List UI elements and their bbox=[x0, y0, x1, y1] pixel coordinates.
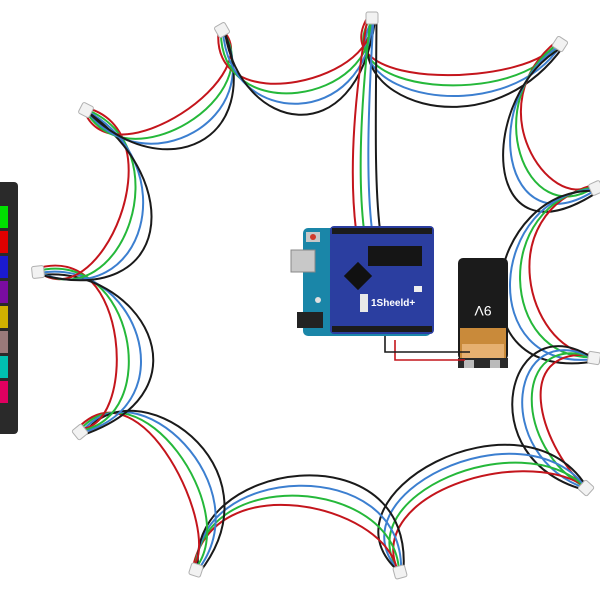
blue-wire bbox=[222, 18, 374, 105]
led-body bbox=[31, 265, 45, 279]
mount-hole bbox=[315, 297, 321, 303]
palette-swatches bbox=[0, 206, 8, 403]
reset-button bbox=[310, 234, 316, 240]
red-wire bbox=[360, 14, 558, 77]
black-wire bbox=[40, 112, 153, 282]
led bbox=[365, 11, 379, 25]
arduino-board: 1Sheeld+ bbox=[290, 226, 434, 336]
red-wire bbox=[76, 411, 201, 568]
usb-port bbox=[290, 249, 316, 273]
red-wire bbox=[539, 353, 592, 486]
shield-pcb bbox=[330, 226, 434, 334]
pin-header-block bbox=[368, 246, 422, 266]
battery-terminal-plus bbox=[464, 360, 474, 368]
black-wire bbox=[88, 32, 235, 151]
red-wire bbox=[34, 264, 118, 431]
green-wire bbox=[530, 352, 594, 488]
header-bottom bbox=[332, 326, 432, 332]
color-palette-panel bbox=[0, 182, 18, 434]
power-jack bbox=[297, 312, 323, 328]
led bbox=[586, 350, 600, 366]
black-wire bbox=[196, 474, 405, 576]
led-body bbox=[71, 423, 89, 441]
blue-wire bbox=[521, 349, 596, 490]
green-wire bbox=[194, 494, 400, 572]
blue-wire bbox=[383, 452, 588, 574]
led bbox=[577, 479, 595, 497]
led bbox=[551, 35, 569, 53]
led bbox=[78, 102, 94, 118]
palette-swatch bbox=[0, 306, 8, 328]
green-wire bbox=[36, 267, 130, 432]
battery-black-lead bbox=[384, 336, 470, 353]
red-wire bbox=[192, 503, 398, 570]
battery-9v: 9V bbox=[458, 258, 508, 368]
signal-bars-icon bbox=[414, 286, 422, 292]
led bbox=[392, 564, 408, 580]
blue-wire bbox=[195, 484, 403, 574]
blue-wire bbox=[38, 270, 142, 434]
battery-copper-highlight bbox=[462, 344, 504, 358]
black-wire bbox=[498, 189, 600, 365]
palette-swatch bbox=[0, 381, 8, 403]
green-wire bbox=[78, 411, 209, 570]
green-wire-to-shield bbox=[359, 17, 372, 231]
blue-wire bbox=[509, 188, 598, 361]
green-wire bbox=[219, 16, 373, 95]
led-body bbox=[577, 479, 595, 497]
header-top bbox=[332, 228, 432, 234]
palette-swatch bbox=[0, 281, 8, 303]
palette-swatch bbox=[0, 331, 8, 353]
green-wire bbox=[515, 42, 596, 198]
battery-red-lead bbox=[394, 340, 465, 361]
led-body bbox=[586, 350, 600, 366]
led bbox=[188, 562, 204, 578]
led-body bbox=[392, 564, 408, 580]
led bbox=[71, 423, 89, 441]
shield-logo-mark bbox=[360, 294, 368, 312]
green-wire bbox=[519, 186, 596, 359]
red-wire bbox=[392, 470, 584, 570]
black-wire bbox=[366, 20, 564, 108]
red-wire bbox=[217, 14, 372, 85]
microcontroller-chip bbox=[343, 261, 373, 291]
palette-swatch bbox=[0, 231, 8, 253]
led-body bbox=[365, 11, 379, 25]
led-body bbox=[214, 22, 230, 38]
blue-wire-to-shield bbox=[367, 17, 375, 231]
red-wire bbox=[520, 40, 594, 191]
black-wire bbox=[82, 409, 226, 574]
battery-label: 9V bbox=[474, 303, 492, 319]
palette-swatch bbox=[0, 256, 8, 278]
wire-layer bbox=[34, 14, 600, 576]
led-body bbox=[78, 102, 94, 118]
black-wire bbox=[502, 46, 600, 213]
palette-swatch bbox=[0, 206, 8, 228]
blue-wire bbox=[38, 110, 145, 281]
shield-label: 1Sheeld+ bbox=[371, 298, 415, 309]
led-body bbox=[551, 35, 569, 53]
red-wire bbox=[82, 26, 233, 136]
led bbox=[31, 265, 45, 279]
red-wire-to-shield bbox=[351, 17, 369, 231]
battery-terminal-base bbox=[458, 358, 508, 368]
black-wire-to-shield bbox=[374, 17, 381, 231]
palette-swatch bbox=[0, 356, 8, 378]
battery-terminal-minus bbox=[490, 360, 500, 368]
led-layer bbox=[31, 11, 600, 580]
blue-wire bbox=[80, 410, 217, 572]
led bbox=[214, 22, 230, 38]
black-wire bbox=[224, 20, 376, 116]
led-body bbox=[188, 562, 204, 578]
